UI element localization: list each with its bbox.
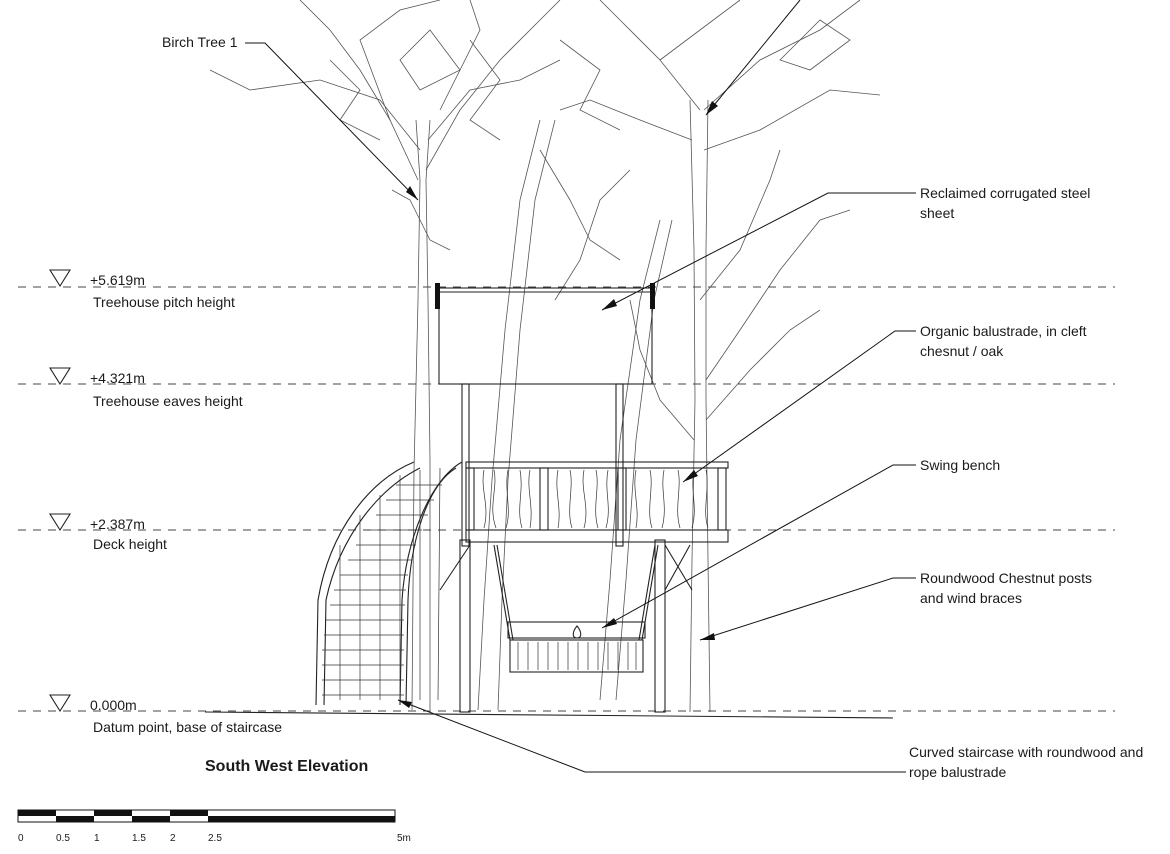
roof-end-cap-right	[650, 283, 655, 309]
level-marker-pitch: +5.619m Treehouse pitch height	[49, 269, 235, 310]
deck-balustrade	[465, 461, 729, 543]
roof-panel	[435, 283, 655, 385]
annotation-birch-tree: Birch Tree 1	[162, 34, 238, 50]
level-label-pitch: Treehouse pitch height	[93, 294, 235, 310]
scale-tick-0-5: 0.5	[56, 833, 70, 844]
scale-bar: 0 0.5 1 1.5 2 2.5 5m	[17, 809, 411, 844]
annotation-balustrade-line-2: chesnut / oak	[920, 343, 1004, 359]
level-marker-eaves: +4.321m Treehouse eaves height	[49, 367, 243, 409]
roundwood-posts	[439, 383, 693, 713]
roof-end-cap-left	[435, 283, 440, 309]
annotation-roof-line-2: sheet	[920, 205, 954, 221]
annotation-stair-line-2: rope balustrade	[909, 764, 1007, 780]
ground-line	[204, 711, 894, 719]
level-value-deck: +2.387m	[90, 516, 145, 532]
level-marker-deck: +2.387m Deck height	[49, 513, 167, 552]
annotation-stair-line-1: Curved staircase with roundwood and	[909, 744, 1143, 760]
level-marker-datum: 0.000m Datum point, base of staircase	[49, 694, 282, 735]
annotation-balustrade-line-1: Organic balustrade, in cleft	[920, 323, 1087, 339]
scale-tick-2: 2	[170, 833, 176, 844]
birch-tree-1	[209, 0, 561, 711]
annotations: Birch Tree 1 Reclaimed corrugated steel …	[162, 34, 1143, 780]
scale-tick-end: 5m	[397, 833, 411, 844]
annotation-posts-line-1: Roundwood Chestnut posts	[920, 570, 1092, 586]
tree-2	[559, 0, 881, 713]
swing-bench	[493, 544, 659, 673]
scale-tick-0: 0	[18, 833, 24, 844]
scale-tick-1-5: 1.5	[132, 833, 146, 844]
drawing-title: South West Elevation	[205, 758, 368, 775]
scale-tick-1: 1	[94, 833, 100, 844]
tree-3-trunks	[477, 119, 673, 711]
annotation-swing-bench: Swing bench	[920, 457, 1000, 473]
curved-staircase	[315, 461, 463, 706]
annotation-posts-line-2: and wind braces	[920, 590, 1022, 606]
level-lines	[18, 286, 1115, 712]
level-label-deck: Deck height	[93, 536, 167, 552]
scale-tick-2-5: 2.5	[208, 833, 222, 844]
level-label-datum: Datum point, base of staircase	[93, 719, 282, 735]
level-label-eaves: Treehouse eaves height	[93, 393, 243, 409]
level-value-eaves: +4.321m	[90, 370, 145, 386]
leader-lines	[245, 0, 916, 773]
annotation-roof-line-1: Reclaimed corrugated steel	[920, 185, 1090, 201]
level-value-pitch: +5.619m	[90, 272, 145, 288]
level-value-datum: 0.000m	[90, 697, 137, 713]
